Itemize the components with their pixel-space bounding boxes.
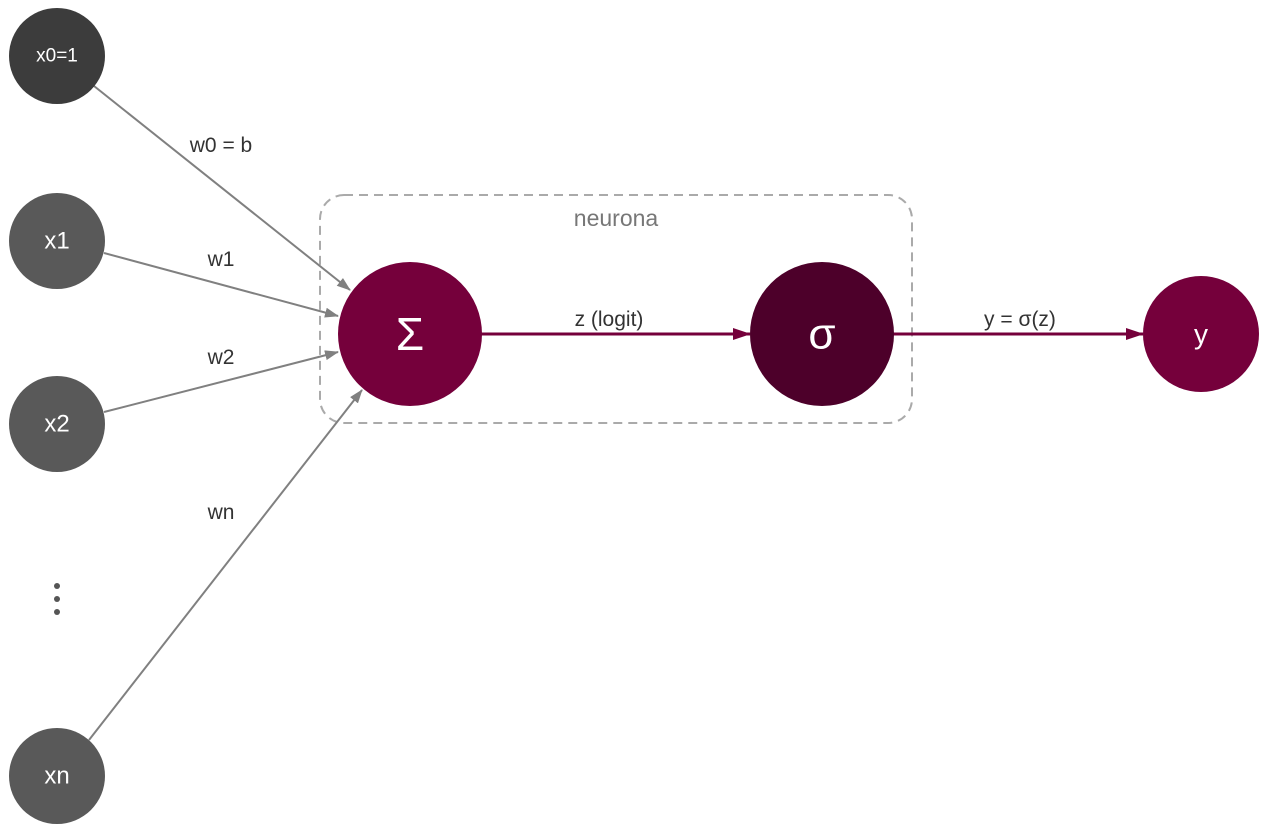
input-node-x0: x0=1 [9,8,105,104]
weight-label-w1: w1 [207,248,235,271]
weight-label-wn: wn [207,501,235,524]
output-node: y [1143,276,1259,392]
input-node-x2-label: x2 [44,411,69,438]
neuron-group-box [319,194,913,424]
input-node-xn-label: xn [44,763,69,790]
ellipsis-dot [54,583,60,589]
output-edge-label: y = σ(z) [984,308,1056,331]
activation-node: σ [750,262,894,406]
sum-node: Σ [338,262,482,406]
output-node-label: y [1194,319,1208,350]
edge-x1-to-sum [103,252,339,318]
edge-x0-to-sum [93,85,351,291]
edge-xn-to-sum [88,389,363,741]
ellipsis-dot [54,609,60,615]
neuron-group-label: neurona [574,205,659,231]
input-node-xn: xn [9,728,105,824]
input-node-x0-label: x0=1 [36,46,78,67]
input-node-x1-label: x1 [44,228,69,255]
input-node-x1: x1 [9,193,105,289]
logit-label: z (logit) [575,308,644,331]
weight-label-w0: w0 = b [189,134,252,157]
weight-label-w2: w2 [207,346,235,369]
inputs-ellipsis [54,583,60,615]
activation-symbol: σ [808,310,835,359]
edge-x2-to-sum [103,350,339,413]
input-node-x2: x2 [9,376,105,472]
sum-symbol: Σ [396,308,424,360]
ellipsis-dot [54,596,60,602]
